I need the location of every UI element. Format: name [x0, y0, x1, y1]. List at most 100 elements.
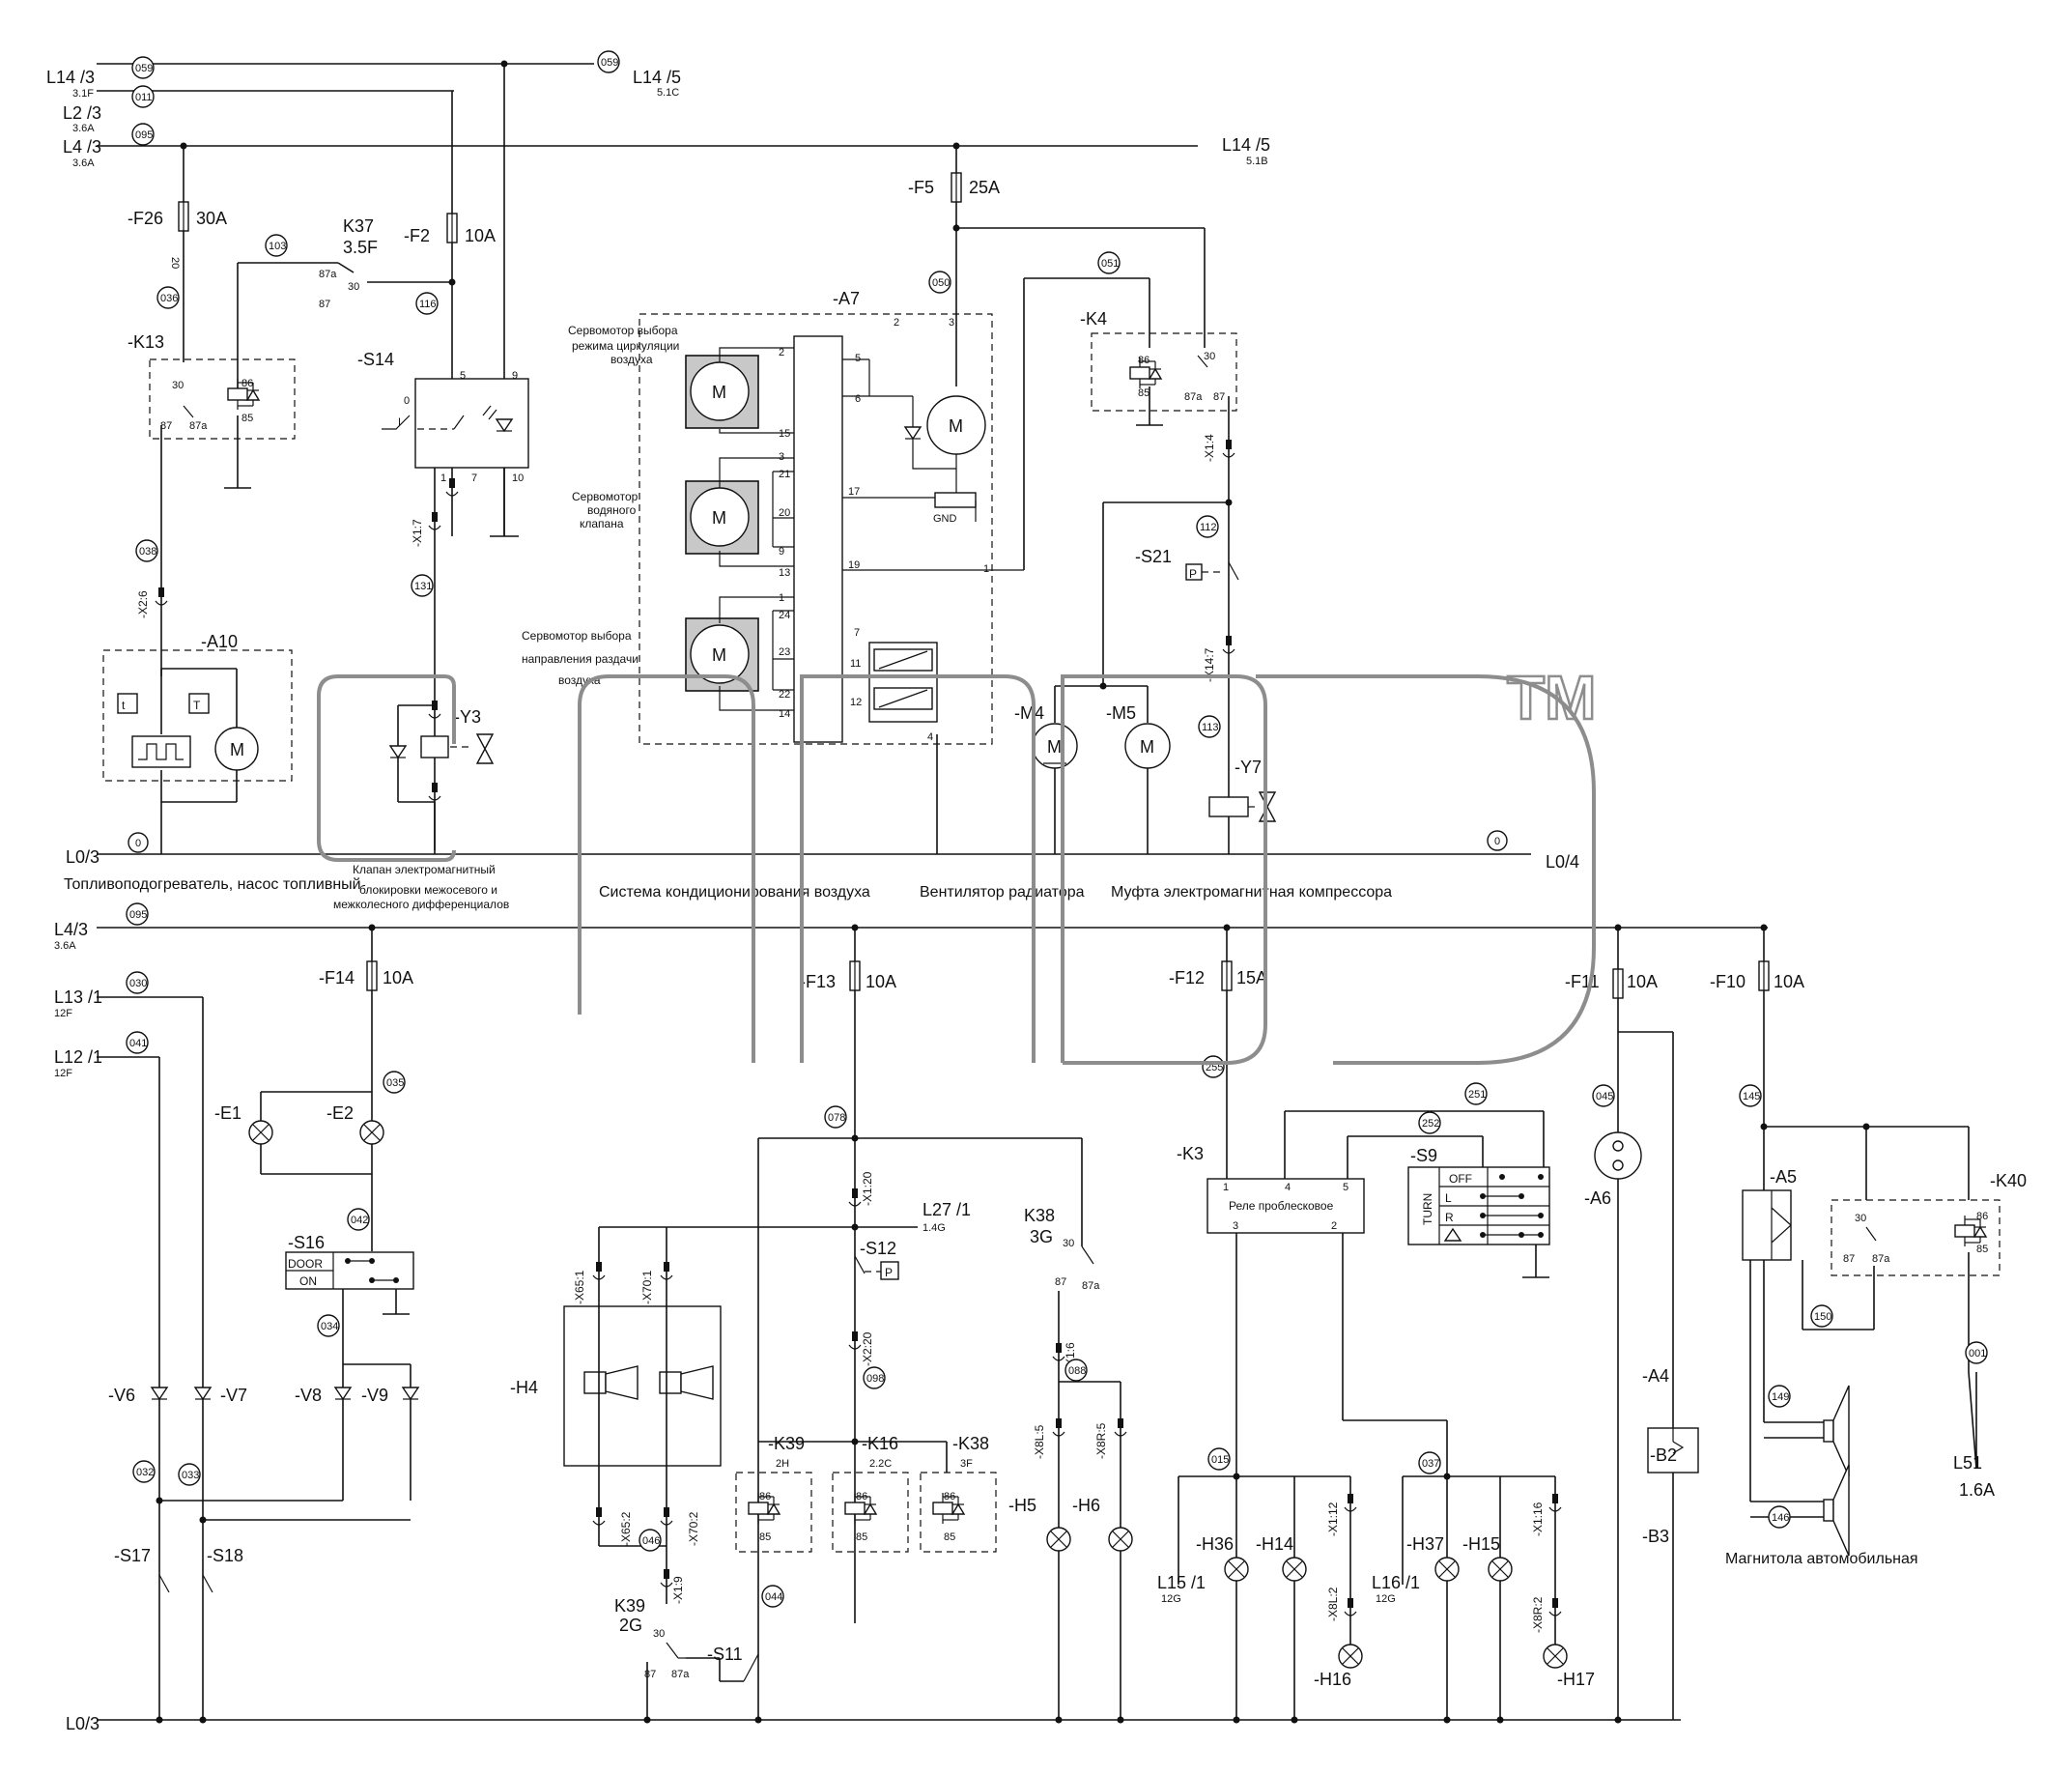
svg-text:t: t	[122, 699, 126, 712]
fuse-f11-id: -F11	[1565, 972, 1600, 991]
s9-turn: TURN	[1421, 1193, 1434, 1225]
conn-x2-6: -X2:6	[136, 590, 150, 618]
lower-rails: L4/3 3.6A 095 L13 /1 12F 030 L12 /1 12F …	[54, 902, 1768, 1733]
conn-x8l-5: -X8L:5	[1033, 1424, 1046, 1459]
k37-label: K37	[343, 216, 374, 236]
wire-tag-011: 011	[135, 92, 153, 103]
caption-valve-1: Клапан электромагнитный	[353, 863, 496, 876]
s9-label: -S9	[1410, 1146, 1437, 1165]
k38-pin-85: 85	[944, 1531, 955, 1543]
h5-label: -H5	[1008, 1496, 1036, 1515]
a7-pin-4: 4	[927, 731, 933, 743]
svg-text:M: M	[1140, 737, 1154, 757]
k38b-ref: 3G	[1030, 1227, 1053, 1246]
s9-off: OFF	[1449, 1172, 1472, 1186]
conn-x8r-2: -X8R:2	[1531, 1596, 1545, 1633]
fuse-f5-rating: 25A	[969, 178, 1000, 197]
ground-l0-3-upper: L0/3	[66, 847, 99, 867]
k13-pin-30: 30	[172, 380, 184, 391]
l15-label: L15 /1	[1157, 1573, 1206, 1592]
k38-label: -K38	[952, 1434, 989, 1453]
h6-label: -H6	[1072, 1496, 1100, 1515]
s9-l: L	[1445, 1191, 1452, 1205]
k38b-pin-30: 30	[1063, 1238, 1074, 1249]
upper-ground-rail: L0/3 L0/4 0 0	[66, 802, 1579, 872]
note-servo-mode-2: режима циркуляции	[572, 339, 679, 353]
wire-tag-037: 037	[1422, 1458, 1439, 1470]
e2-label: -E2	[326, 1103, 354, 1123]
l27-ref: 1.4G	[922, 1222, 946, 1234]
branch-f26-k13: -F26 30A 20 036 103 K37 3.5F 87a 87 30 1…	[128, 142, 454, 396]
branch-f11: -F11 10A 045 -A6 -A4 -B2 -B3	[1565, 924, 1699, 1724]
a7-pin-13: 13	[779, 567, 790, 579]
a7-label: -A7	[833, 289, 860, 308]
conn-x1-4: -X1:4	[1203, 434, 1216, 462]
h15-label: -H15	[1462, 1534, 1500, 1554]
k37-pin-30: 30	[348, 281, 359, 293]
k39b-ref: 2G	[619, 1616, 642, 1635]
wire-tag-038: 038	[139, 546, 156, 558]
k16-ref: 2.2C	[869, 1458, 892, 1470]
a7-pin-15: 15	[779, 428, 790, 440]
note-servo-water-1: Сервомотор	[572, 490, 639, 503]
k39b-label: K39	[614, 1596, 645, 1616]
k40-pin-85: 85	[1976, 1244, 1988, 1255]
a7-pin-6: 6	[855, 393, 861, 405]
k40-pin-87: 87	[1843, 1253, 1855, 1265]
h16-label: -H16	[1314, 1670, 1351, 1689]
fuse-f13-rating: 10A	[866, 972, 896, 991]
rail-end-l14-5c: L14 /5	[633, 68, 681, 87]
note-servo-dir-1: Сервомотор выбора	[522, 629, 632, 643]
relay-k13: -K13 30 86 85 87 87a 038 -X2:6	[128, 332, 296, 676]
wire-tag-098: 098	[866, 1373, 884, 1385]
s18-label: -S18	[207, 1546, 243, 1565]
caption-clutch: Муфта электромагнитная компрессора	[1111, 884, 1392, 901]
branch-f12-flasher: -F12 15A 255 -K3 Реле проблесковое 1 4 5…	[1157, 924, 1595, 1724]
wire-tag-030: 030	[129, 978, 147, 989]
k38b-pin-87: 87	[1055, 1276, 1066, 1288]
wire-tag-0b: 0	[1494, 836, 1500, 847]
rail-l12: L12 /1	[54, 1047, 102, 1067]
wire-tag-252: 252	[1422, 1118, 1439, 1130]
wire-tag-032: 032	[136, 1467, 154, 1478]
fuse-f10-rating: 10A	[1774, 972, 1804, 991]
caption-radio: Магнитола автомобильная	[1725, 1551, 1918, 1567]
k4-pin-30: 30	[1204, 351, 1215, 362]
branch-k38-h5-h6: K38 3G 30 87 87a -X1:6 088 -X8L:5 -X8R:5…	[1008, 1206, 1133, 1724]
k13-label: -K13	[128, 332, 164, 352]
a7-pin-q3: 3	[949, 317, 954, 329]
fuse-f12-id: -F12	[1169, 968, 1205, 987]
wire-tag-036: 036	[160, 293, 178, 304]
rail-end-l14-5c-ref: 5.1C	[657, 87, 679, 99]
y3-label: -Y3	[454, 707, 481, 727]
s16-label: -S16	[288, 1233, 325, 1252]
k3-pin-5: 5	[1343, 1182, 1348, 1193]
wire-tag-088: 088	[1068, 1365, 1086, 1377]
k39-pin-85: 85	[759, 1531, 771, 1543]
s14-label: -S14	[357, 350, 394, 369]
caption-valve-3: межколесного дифференциалов	[333, 898, 509, 911]
a7-gnd-label: GND	[933, 513, 957, 525]
k4-pin-87a: 87a	[1184, 391, 1203, 403]
k40-pin-30: 30	[1855, 1213, 1866, 1224]
h14-label: -H14	[1256, 1534, 1293, 1554]
k38-ref: 3F	[960, 1458, 973, 1470]
wire-tag-059a: 059	[135, 63, 153, 74]
k38-pin-86: 86	[944, 1491, 955, 1502]
conn-x8r-5: -X8R:5	[1094, 1422, 1108, 1459]
k38b-label: K38	[1024, 1206, 1055, 1225]
k13-pin-87: 87	[160, 420, 172, 432]
conn-x8l-2: -X8L:2	[1326, 1587, 1340, 1621]
k39b-pin-87: 87	[644, 1669, 656, 1680]
a6-label: -A6	[1584, 1188, 1611, 1208]
k37-pin-87a: 87a	[319, 269, 337, 280]
k40-pin-86: 86	[1976, 1211, 1988, 1222]
l16-ref: 12G	[1376, 1593, 1396, 1605]
s14-pin-5: 5	[460, 370, 466, 382]
k4-pin-87: 87	[1213, 391, 1225, 403]
conn-x1-12: -X1:12	[1326, 1502, 1340, 1536]
rail-l12-ref: 12F	[54, 1068, 72, 1079]
a7-pin-3: 3	[779, 451, 784, 463]
door-switches: -V6 -V7 032 033 -S17 -S18	[108, 997, 247, 1724]
fuse-f26-rating: 30A	[196, 209, 227, 228]
